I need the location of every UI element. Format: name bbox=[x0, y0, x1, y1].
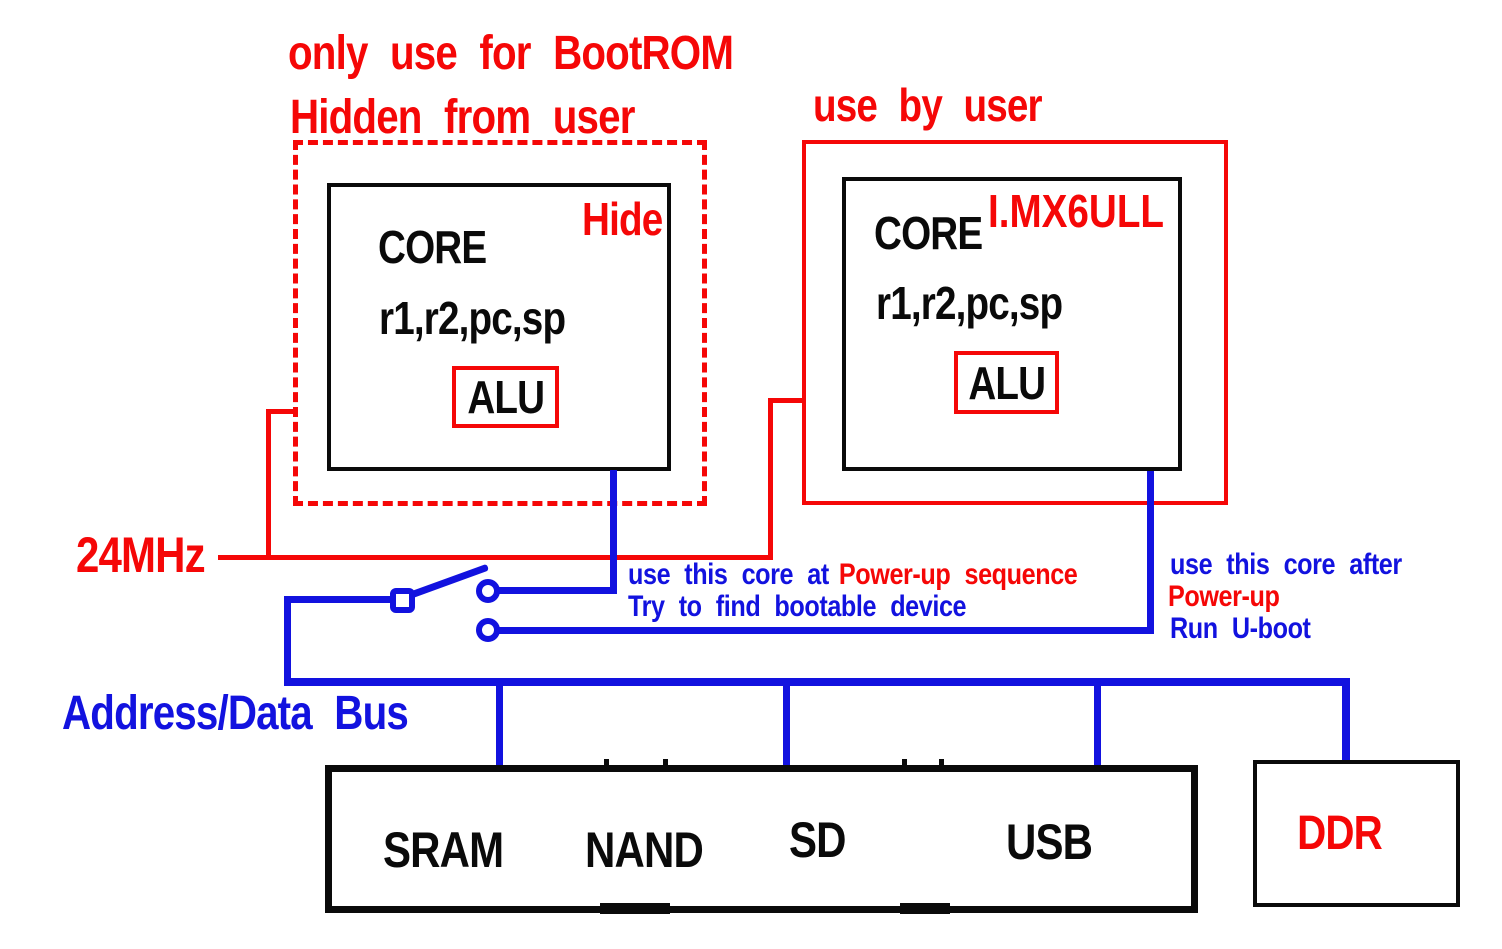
clock-stub-to-hidden-core bbox=[266, 409, 295, 414]
bus-drop-nand bbox=[783, 686, 790, 768]
switch-lower-contact[interactable] bbox=[476, 618, 500, 642]
user-core-alu-label: ALU bbox=[968, 356, 1046, 409]
hidden-core-drop-wire bbox=[610, 470, 617, 594]
chip-name-label: I.MX6ULL bbox=[988, 185, 1165, 237]
box-seam bbox=[900, 903, 950, 914]
hide-label: Hide bbox=[582, 193, 663, 245]
clock-wire-horizontal bbox=[218, 555, 772, 560]
hidden-core-box bbox=[327, 183, 671, 471]
boot-core-note-line1: use this core at Power-up sequence bbox=[628, 558, 1078, 591]
clock-wire-right-vertical bbox=[768, 398, 773, 560]
box-seam bbox=[663, 759, 668, 771]
bus-drop-sram bbox=[496, 686, 503, 768]
user-core-registers: r1,r2,pc,sp bbox=[876, 277, 1063, 329]
hidden-core-title: CORE bbox=[378, 221, 487, 273]
user-core-note-line2: Power-up bbox=[1168, 580, 1280, 613]
switch-pole-terminal[interactable] bbox=[390, 588, 415, 613]
ddr-label: DDR bbox=[1297, 806, 1383, 860]
clock-label: 24MHz bbox=[76, 527, 206, 583]
user-core-box bbox=[842, 177, 1182, 471]
hidden-core-registers: r1,r2,pc,sp bbox=[379, 292, 566, 344]
bootrom-title-line1: only use for BootROM bbox=[288, 27, 734, 80]
boot-core-note-line2: Try to find bootable device bbox=[628, 590, 967, 623]
box-seam bbox=[600, 903, 670, 914]
peripheral-bank-box bbox=[325, 765, 1198, 913]
switch-upper-contact[interactable] bbox=[476, 579, 500, 603]
peripheral-label-sram: SRAM bbox=[383, 822, 504, 878]
user-core-note-line1: use this core after bbox=[1170, 548, 1402, 581]
boot-core-note-blue: use this core at bbox=[628, 558, 829, 591]
user-core-title: CORE bbox=[874, 207, 983, 259]
user-core-alu-box: ALU bbox=[954, 351, 1059, 414]
user-title: use by user bbox=[813, 79, 1043, 131]
box-seam bbox=[902, 759, 907, 771]
upper-throw-wire bbox=[494, 587, 617, 594]
clock-wire-left-vertical bbox=[266, 409, 271, 560]
box-seam bbox=[604, 759, 609, 771]
switch-pole-wire bbox=[288, 596, 391, 603]
ddr-box: DDR bbox=[1253, 760, 1460, 907]
user-core-note-line3: Run U-boot bbox=[1170, 612, 1311, 645]
bus-drop-usb bbox=[1094, 686, 1101, 768]
peripheral-label-usb: USB bbox=[1006, 814, 1093, 870]
bus-drop-ddr bbox=[1342, 686, 1350, 762]
bus-label: Address/Data Bus bbox=[62, 687, 409, 740]
peripheral-label-sd: SD bbox=[789, 812, 847, 868]
hidden-core-alu-label: ALU bbox=[467, 371, 545, 423]
bootrom-title-line2: Hidden from user bbox=[290, 91, 635, 144]
box-seam bbox=[939, 759, 944, 771]
switch-pole-vertical-wire bbox=[284, 596, 291, 686]
user-core-drop-wire bbox=[1147, 471, 1154, 634]
lower-throw-wire bbox=[498, 627, 1154, 634]
clock-stub-to-user-core bbox=[768, 398, 804, 403]
boot-core-note-red: Power-up sequence bbox=[838, 558, 1078, 591]
hidden-core-alu-box: ALU bbox=[452, 366, 559, 428]
address-data-bus-line bbox=[284, 678, 1350, 686]
peripheral-label-nand: NAND bbox=[585, 822, 704, 878]
